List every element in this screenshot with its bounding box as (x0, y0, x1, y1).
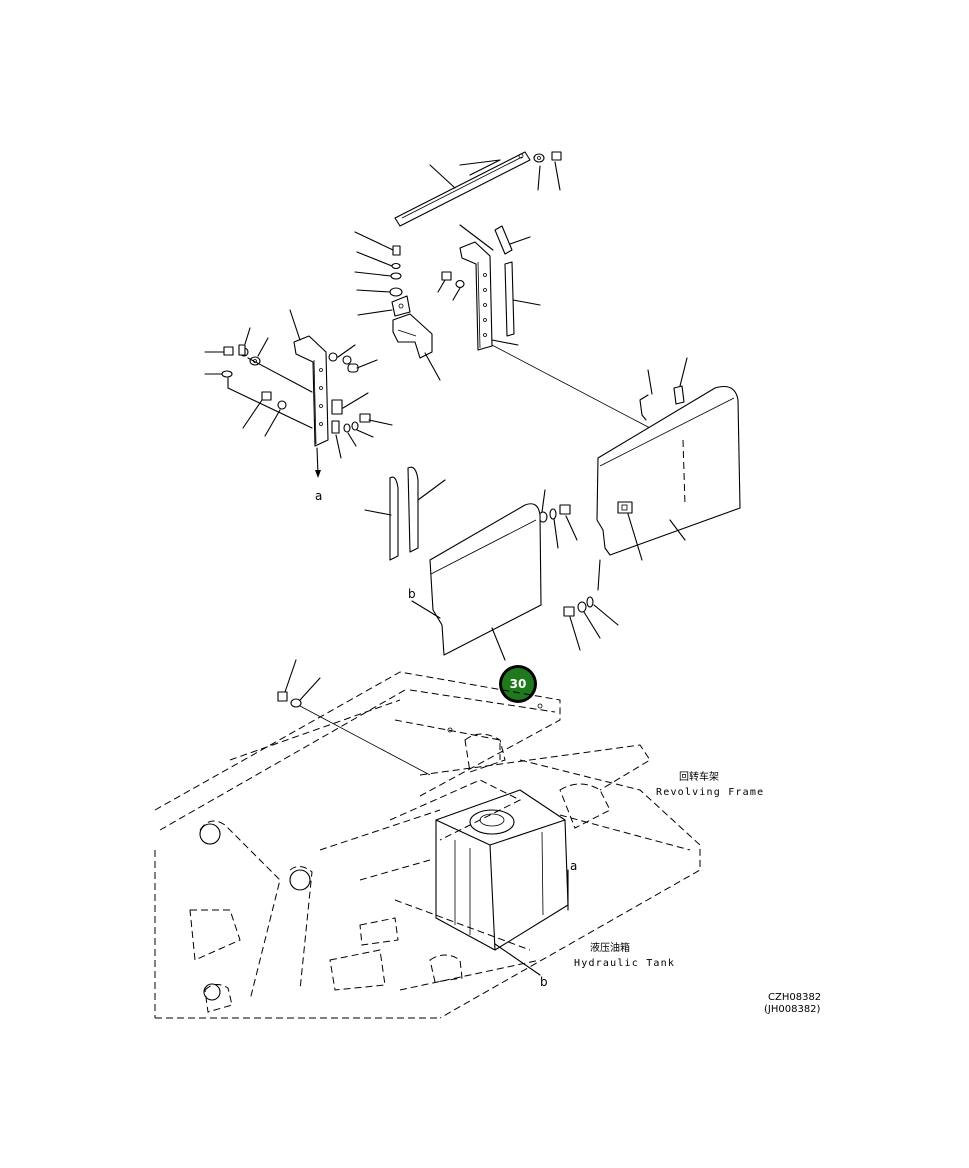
ref-letter-a-top: a (315, 489, 322, 503)
ref-b-leader (494, 943, 541, 976)
left-bracket-part (289, 309, 329, 478)
upper-bracket-part (459, 224, 519, 351)
top-rail-part (394, 151, 531, 227)
ref-letter-a-bottom: a (570, 859, 577, 873)
small-plate-part (357, 295, 411, 317)
drawing-code-secondary: (JH008382) (764, 1004, 821, 1015)
bolt-washer-upper (437, 271, 465, 301)
pad-part-1 (494, 225, 531, 255)
left-cover-panel (411, 503, 542, 661)
angle-bracket-part (392, 313, 441, 381)
callout-number: 30 (510, 677, 527, 691)
clip-parts (639, 357, 688, 421)
hydraulic-tank (435, 789, 569, 951)
hardware-stack (354, 231, 403, 297)
callout-marker[interactable]: 30 (499, 665, 537, 703)
frame-fasteners (277, 659, 431, 776)
left-bracket-fasteners (328, 344, 393, 459)
left-hardware (204, 327, 313, 437)
revolving-frame-label-en: Revolving Frame (656, 787, 764, 798)
vertical-strip-part (504, 261, 541, 337)
top-washer-bolt (533, 151, 562, 191)
hydraulic-tank-label-zh: 液压油箱 (590, 941, 630, 954)
right-cover-panel (596, 385, 741, 591)
ref-letter-b-bottom: b (540, 975, 548, 989)
drawing-code: CZH08382 (768, 992, 821, 1003)
revolving-frame (154, 671, 701, 1019)
ref-letter-b-top: b (408, 587, 416, 601)
right-cover-fasteners (538, 489, 619, 651)
leader-line (491, 344, 651, 429)
rubber-strips (364, 466, 446, 561)
hydraulic-tank-label-en: Hydraulic Tank (574, 958, 675, 969)
revolving-frame-label-zh: 回转车架 (679, 770, 719, 783)
